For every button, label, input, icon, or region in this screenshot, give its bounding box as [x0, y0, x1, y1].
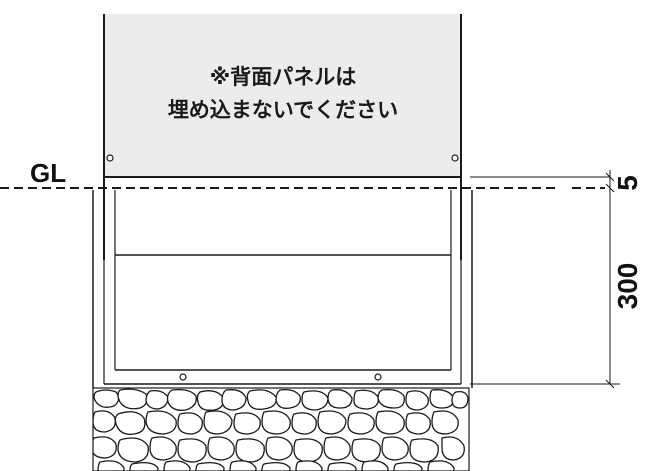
stone — [203, 410, 233, 435]
stone — [301, 390, 329, 411]
ground-label: GL — [30, 158, 66, 188]
frame-hole-right — [374, 373, 382, 381]
gravel-bed — [93, 388, 469, 471]
stone — [347, 412, 375, 435]
panel-note-line1: ※背面パネルは — [210, 65, 356, 89]
stone — [117, 437, 149, 463]
stone — [177, 438, 207, 463]
stone — [351, 438, 381, 463]
stone — [221, 389, 247, 411]
stone — [327, 462, 357, 471]
stone — [149, 436, 177, 461]
stone — [431, 410, 459, 435]
stone — [405, 412, 431, 435]
stone — [129, 462, 159, 471]
stone — [207, 436, 235, 461]
back-panel-face — [104, 14, 461, 178]
stone — [163, 460, 191, 471]
stone — [377, 388, 405, 409]
stone — [291, 412, 317, 435]
stone — [114, 411, 146, 435]
stone — [375, 410, 405, 435]
stone — [145, 389, 169, 410]
stone — [327, 389, 353, 409]
back-panel: ※背面パネルは 埋め込まないでください — [103, 14, 462, 260]
stone — [145, 410, 177, 435]
stone — [246, 389, 277, 410]
stone — [229, 460, 257, 471]
panel-bolt-hole-right — [451, 154, 459, 162]
stone — [441, 436, 465, 461]
dim-tick-bottom — [605, 379, 615, 389]
stone — [261, 462, 291, 471]
buried-frame — [92, 190, 473, 388]
stone — [261, 410, 291, 435]
stone — [361, 460, 389, 471]
stone — [233, 412, 261, 435]
gravel-outline — [92, 387, 470, 471]
stone — [451, 390, 469, 409]
dim-tick-top — [605, 172, 615, 182]
stone — [93, 436, 117, 459]
dim-label-gap: 5 — [612, 175, 643, 191]
stone — [235, 438, 265, 463]
stone — [177, 412, 203, 435]
stone — [409, 438, 439, 463]
stone — [275, 388, 301, 409]
stone — [93, 389, 120, 408]
stone — [293, 438, 323, 463]
dimension-annotations — [470, 170, 620, 389]
stone — [166, 388, 197, 411]
stone — [195, 462, 225, 471]
stone — [393, 462, 423, 471]
dim-tick-gl — [605, 183, 615, 193]
frame-hole-left — [179, 373, 187, 381]
stone — [405, 390, 429, 411]
stone — [196, 390, 224, 411]
stone — [117, 388, 148, 410]
stone — [317, 410, 347, 435]
panel-bolt-hole-left — [106, 154, 114, 162]
stone — [93, 410, 116, 433]
stone — [265, 436, 293, 461]
stone — [427, 460, 455, 471]
stone — [429, 389, 455, 409]
ground-line: GL — [0, 158, 605, 189]
stone — [323, 436, 351, 461]
stone — [381, 436, 409, 461]
dim-label-depth: 300 — [612, 263, 643, 310]
stone — [295, 460, 323, 471]
panel-note-line2: 埋め込まないでください — [168, 98, 398, 122]
stone — [353, 389, 379, 410]
stone — [97, 460, 125, 471]
